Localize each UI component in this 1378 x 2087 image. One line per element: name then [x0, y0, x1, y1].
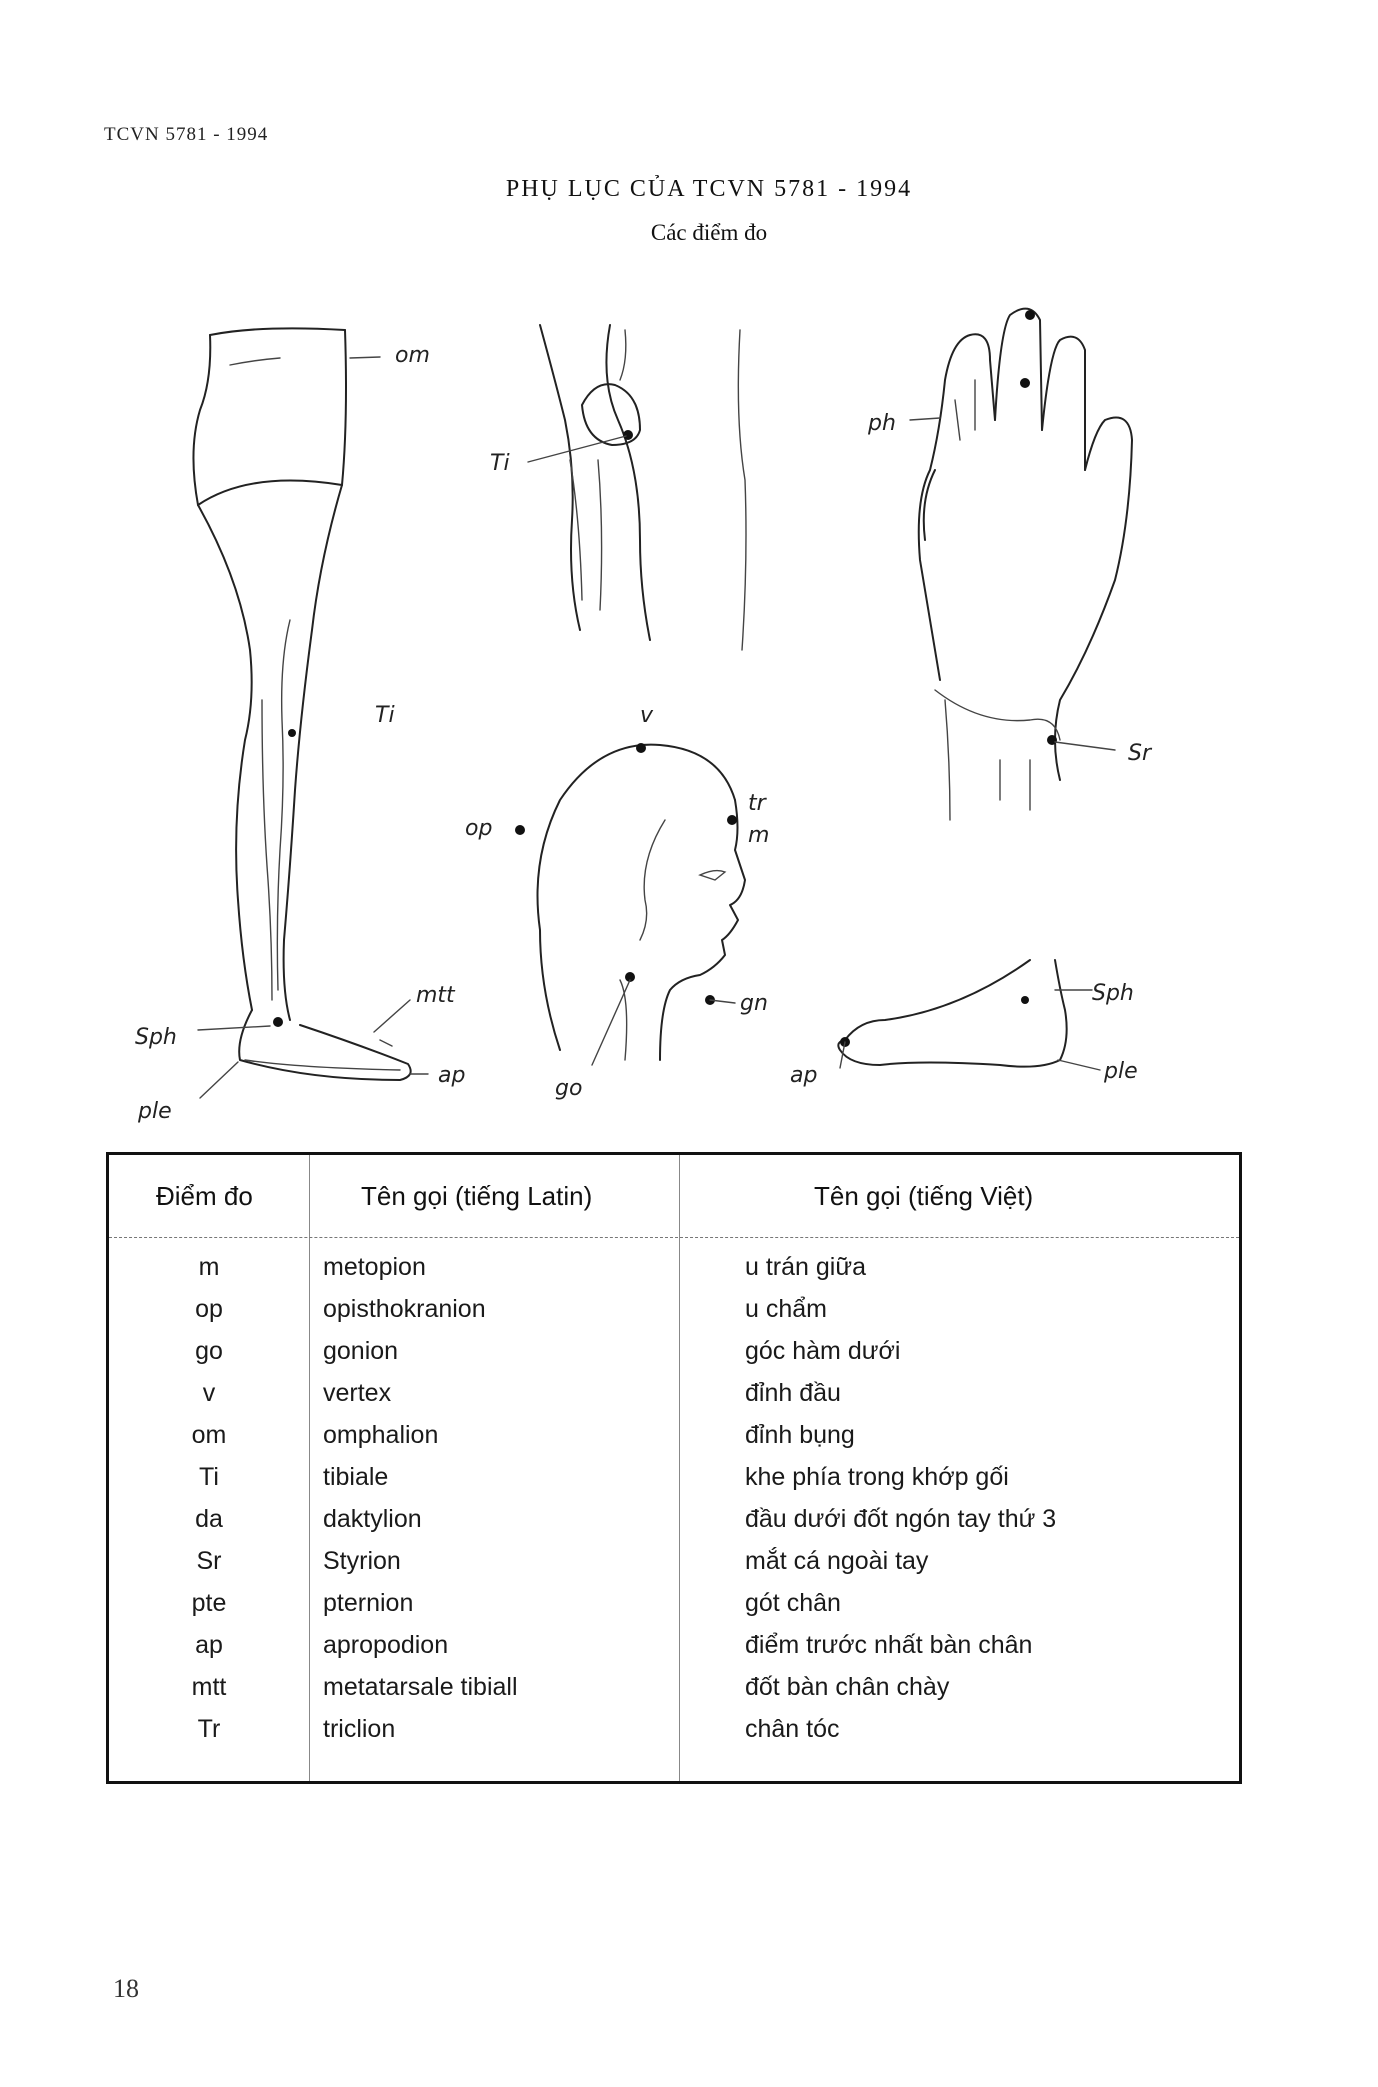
cell-viet: chân tóc: [745, 1715, 840, 1743]
cell-latin: tibiale: [323, 1463, 389, 1491]
table-body: m metopion u trán giữa op opisthokranion…: [109, 1247, 1239, 1751]
cell-latin: daktylion: [323, 1505, 422, 1533]
header-rule: [109, 1237, 1239, 1238]
header-viet: Tên gọi (tiếng Việt): [814, 1181, 1034, 1211]
cell-viet: u trán giữa: [745, 1253, 866, 1281]
table-row: mtt metatarsale tibiall đốt bàn chân chà…: [109, 1667, 1239, 1709]
column-divider: [309, 1155, 310, 1781]
label-sph-left: Sph: [135, 1025, 177, 1050]
cell-viet: đầu dưới đốt ngón tay thứ 3: [745, 1505, 1057, 1533]
label-op: op: [465, 816, 492, 841]
label-ti-knee: Ti: [490, 451, 510, 476]
page-number: 18: [113, 1974, 139, 2003]
anthropometric-figure: om Ti Sph ple ap mtt Ti ph Sr: [135, 307, 1153, 1124]
cell-latin: vertex: [323, 1379, 392, 1407]
table-row: pte pternion gót chân: [109, 1583, 1239, 1625]
cell-latin: apropodion: [323, 1631, 449, 1659]
table-row: m metopion u trán giữa: [109, 1247, 1239, 1289]
cell-code: v: [202, 1379, 216, 1407]
cell-code: go: [195, 1337, 223, 1365]
cell-code: mtt: [191, 1673, 227, 1701]
label-sph-right: Sph: [1092, 981, 1134, 1006]
table-row: ap apropodion điểm trước nhất bàn chân: [109, 1625, 1239, 1667]
label-gn: gn: [740, 991, 768, 1016]
cell-code: ap: [195, 1631, 223, 1659]
cell-code: pte: [191, 1589, 227, 1617]
table-row: Tr triclion chân tóc: [109, 1709, 1239, 1751]
cell-latin: omphalion: [323, 1421, 439, 1449]
cell-viet: đốt bàn chân chày: [745, 1673, 950, 1701]
table-row: op opisthokranion u chẩm: [109, 1289, 1239, 1331]
table-row: v vertex đỉnh đầu: [109, 1373, 1239, 1415]
table-row: da daktylion đầu dưới đốt ngón tay thứ 3: [109, 1499, 1239, 1541]
table-row: Ti tibiale khe phía trong khớp gối: [109, 1457, 1239, 1499]
cell-viet: gót chân: [745, 1589, 841, 1617]
label-tr: tr: [748, 791, 768, 816]
foot-drawing: Sph ple ap: [790, 959, 1138, 1088]
running-header: TCVN 5781 - 1994: [104, 124, 269, 145]
label-ph: ph: [867, 411, 896, 436]
cell-latin: Styrion: [323, 1547, 401, 1575]
label-sr: Sr: [1128, 741, 1153, 766]
label-ap-left: ap: [438, 1063, 465, 1088]
cell-latin: triclion: [323, 1715, 396, 1743]
cell-latin: pternion: [323, 1589, 414, 1617]
label-go: go: [555, 1076, 582, 1101]
leg-drawing: om Ti Sph ple ap mtt: [135, 327, 465, 1124]
cell-viet: đỉnh đầu: [745, 1379, 841, 1407]
cell-code: om: [191, 1421, 227, 1449]
cell-latin: gonion: [323, 1337, 399, 1365]
label-mtt: mtt: [416, 983, 456, 1008]
label-ple-left: ple: [137, 1099, 172, 1124]
header-code: Điểm đo: [156, 1181, 253, 1211]
label-m: m: [748, 823, 769, 848]
cell-viet: đỉnh bụng: [745, 1421, 855, 1449]
cell-latin: metopion: [323, 1253, 426, 1281]
cell-code: m: [198, 1253, 220, 1281]
page-subtitle: Các điểm đo: [650, 220, 768, 245]
cell-viet: điểm trước nhất bàn chân: [745, 1631, 1033, 1659]
hand-drawing: ph Sr: [867, 307, 1153, 821]
label-ap-right: ap: [790, 1063, 817, 1088]
table-row: Sr Styrion mắt cá ngoài tay: [109, 1541, 1239, 1583]
label-ti-leg: Ti: [375, 703, 395, 728]
measurement-points-table: Điểm đo Tên gọi (tiếng Latin) Tên gọi (t…: [106, 1152, 1242, 1784]
cell-code: op: [195, 1295, 223, 1323]
label-v: v: [640, 703, 654, 728]
knee-drawing: Ti: [490, 324, 747, 651]
cell-code: Sr: [196, 1547, 222, 1575]
column-divider: [679, 1155, 680, 1781]
table-row: om omphalion đỉnh bụng: [109, 1415, 1239, 1457]
cell-code: Tr: [197, 1715, 221, 1743]
head-drawing: v op tr m gn go: [465, 703, 769, 1101]
cell-viet: khe phía trong khớp gối: [745, 1463, 1009, 1491]
label-ple-right: ple: [1103, 1059, 1138, 1084]
table-row: go gonion góc hàm dưới: [109, 1331, 1239, 1373]
cell-viet: góc hàm dưới: [745, 1337, 901, 1365]
cell-code: da: [195, 1505, 223, 1533]
cell-viet: mắt cá ngoài tay: [745, 1547, 929, 1575]
page-title: PHỤ LỤC CỦA TCVN 5781 - 1994: [505, 176, 913, 202]
label-om: om: [395, 343, 430, 368]
header-latin: Tên gọi (tiếng Latin): [361, 1181, 593, 1211]
cell-latin: metatarsale tibiall: [323, 1673, 518, 1701]
cell-latin: opisthokranion: [323, 1295, 486, 1323]
cell-code: Ti: [199, 1463, 219, 1491]
cell-viet: u chẩm: [745, 1295, 827, 1323]
